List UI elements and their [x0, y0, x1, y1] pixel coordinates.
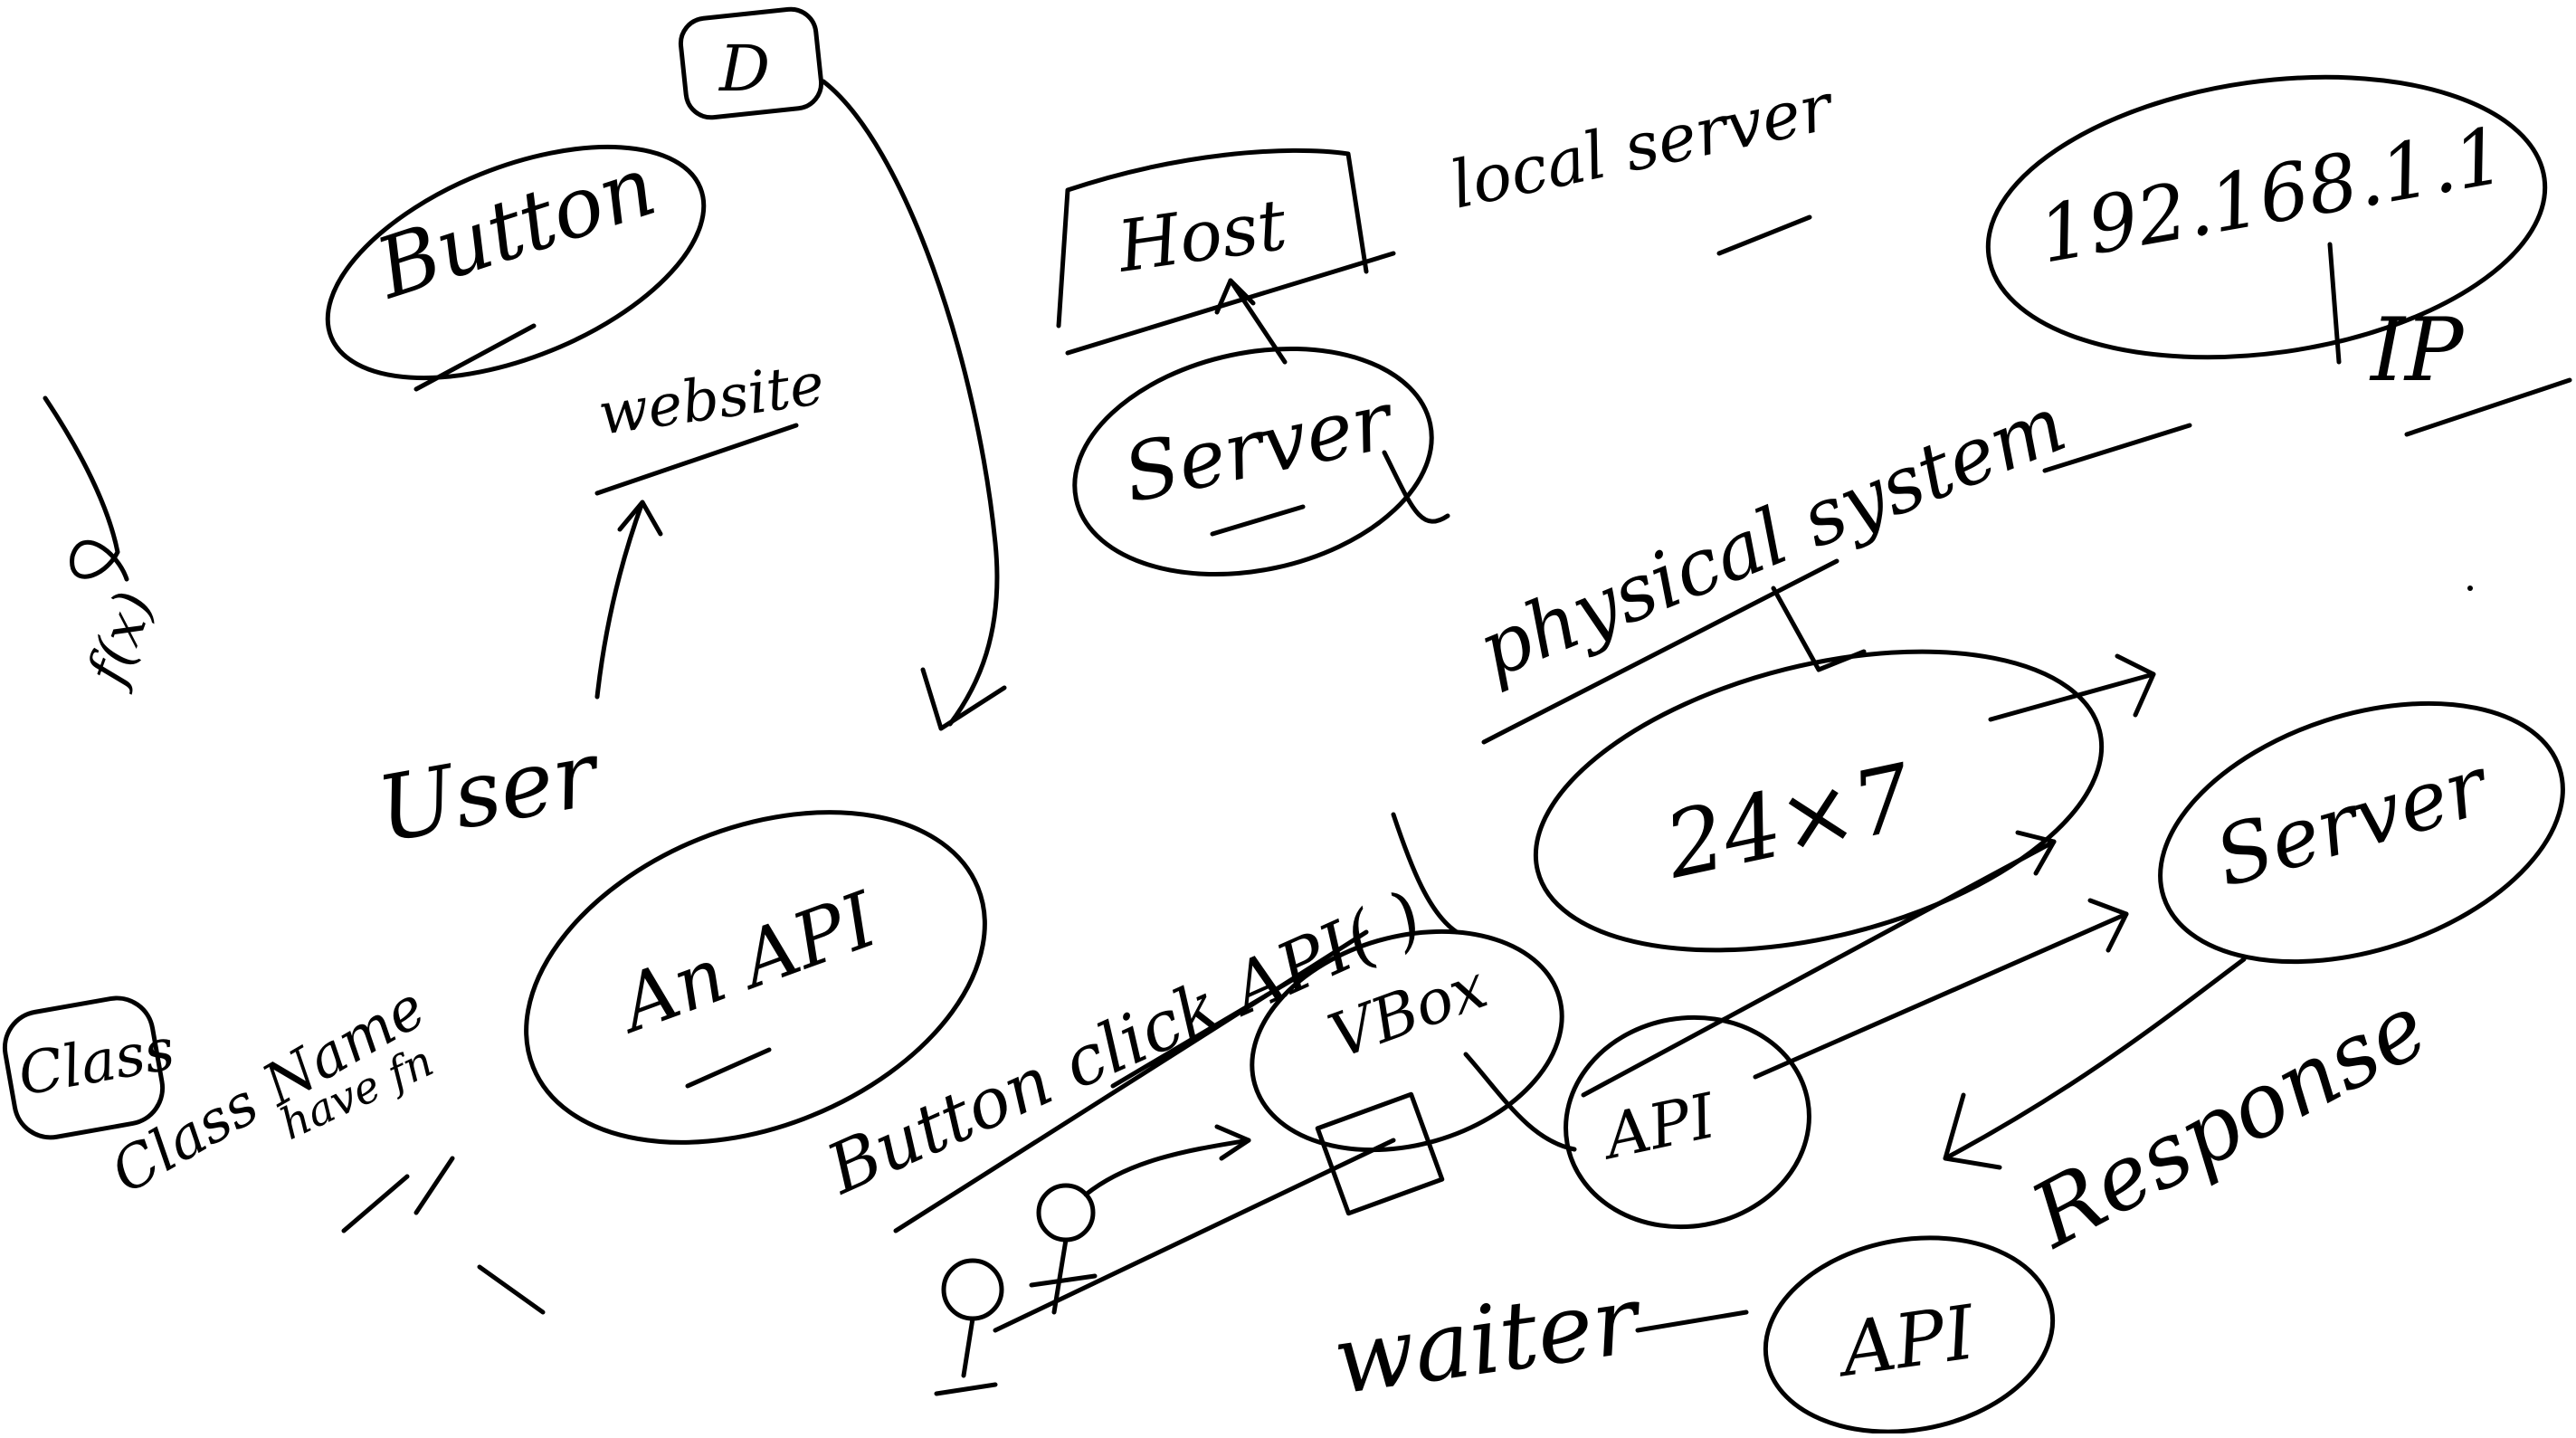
user-to-website-arrow — [594, 500, 645, 700]
d-box-label: D — [718, 32, 770, 106]
stray-dot — [2467, 586, 2473, 591]
server-top-underline — [1210, 504, 1306, 537]
person-to-vbox-line — [993, 1138, 1396, 1333]
api-small-ellipse — [1564, 1014, 1811, 1230]
host-label: Host — [1111, 185, 1292, 289]
api-to-247-arrowhead — [2015, 830, 2057, 876]
user-to-website-arrowhead — [617, 500, 663, 537]
person-arrowhead — [1214, 1124, 1251, 1161]
have-fn-scribble — [341, 1156, 546, 1315]
physical-system-underline — [1481, 423, 2192, 745]
left-scribble: f(x) — [74, 584, 166, 696]
virtual-box-square — [1315, 1091, 1445, 1216]
247-to-server-arrowhead — [2115, 653, 2156, 718]
d-box — [678, 6, 824, 120]
left-squiggle — [43, 395, 129, 582]
person-body-1 — [934, 1316, 998, 1396]
api-to-247-arrow — [1581, 839, 2057, 1098]
twenty-four-seven-label: 24×7 — [1656, 744, 1922, 900]
server-top-label: Server — [1116, 373, 1403, 521]
person-arrow — [1083, 1138, 1251, 1197]
247-to-server-arrow — [1988, 671, 2156, 722]
server-top-ellipse — [1072, 346, 1434, 577]
twenty-four-seven-ellipse — [1533, 649, 2105, 953]
ip-address-label: 192.168.1.1 — [2032, 110, 2511, 281]
host-box — [1056, 148, 1369, 329]
server-top-tail — [1382, 450, 1450, 524]
ip-label: IP — [2369, 300, 2465, 401]
button-underline — [413, 323, 537, 392]
vbox-to-api-link — [1463, 1052, 1577, 1152]
waiter-link — [1635, 1309, 1749, 1333]
local-server-text: local server — [1444, 68, 1841, 224]
api-bottom-label: API — [1830, 1290, 1982, 1395]
button-ellipse — [325, 144, 707, 381]
class-box — [2, 995, 166, 1140]
virtual-box-ellipse — [1250, 929, 1564, 1153]
waiter-label: waiter — [1327, 1263, 1649, 1415]
website-underline — [594, 423, 799, 496]
local-server-label: local server — [1444, 68, 1841, 224]
response-arrowhead — [1943, 1092, 2002, 1170]
an-api-label: An API — [604, 874, 889, 1051]
ip-connector — [2327, 242, 2342, 365]
d-to-api-arrowhead — [920, 667, 1007, 731]
response-arrow — [1943, 957, 2247, 1161]
api-call-arrow — [1391, 812, 1459, 935]
response-label: Response — [2014, 975, 2444, 1269]
button-label: Button — [364, 138, 667, 319]
server-to-host-arrow — [1228, 278, 1288, 365]
website-label: website — [594, 351, 828, 449]
api-to-server-arrowhead — [2087, 898, 2129, 953]
button-click-api-underline — [893, 929, 1369, 1233]
class-box-label: Class — [14, 1016, 179, 1109]
ip-underline — [2404, 377, 2572, 437]
an-api-ellipse — [524, 810, 987, 1145]
ip-ellipse — [1985, 74, 2548, 360]
an-api-underline — [685, 1047, 772, 1089]
user-label: User — [370, 719, 609, 862]
server-right-label: Server — [2205, 738, 2501, 906]
host-underline — [1065, 251, 1396, 356]
local-server-underline — [1716, 214, 1812, 256]
d-to-api-arrow — [821, 79, 1000, 727]
physical-system-label: physical system — [1466, 379, 2077, 697]
server-to-host-arrowhead — [1214, 278, 1256, 315]
person-head-1 — [941, 1258, 1004, 1321]
api-bottom-ellipse — [1763, 1235, 2056, 1434]
person-body-2 — [1029, 1237, 1098, 1315]
api-to-server-arrow — [1753, 911, 2129, 1080]
api-small-label: API — [1593, 1081, 1722, 1175]
server-right-ellipse — [2158, 700, 2565, 965]
